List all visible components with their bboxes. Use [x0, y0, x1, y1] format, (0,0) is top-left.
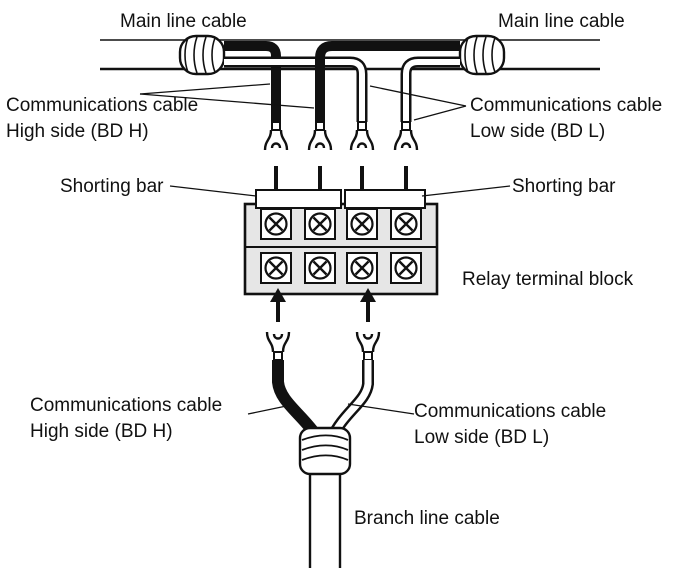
- comm-bottom-left-label-1: Communications cable: [30, 395, 222, 416]
- leader-lines: [139, 83, 511, 415]
- main-cable-sheath-right: [458, 34, 506, 76]
- diagram-labels: Main line cable Main line cable Communic…: [6, 11, 662, 529]
- shorting-bar-label-left: Shorting bar: [60, 176, 164, 197]
- relay-block-label: Relay terminal block: [462, 269, 634, 290]
- comm-bottom-right-label-1: Communications cable: [414, 401, 606, 422]
- branch-cable-sheath: [298, 426, 352, 476]
- top-comm-wires: [224, 41, 460, 122]
- main-cable-sheath-left: [178, 34, 226, 76]
- main-line-label-left: Main line cable: [120, 11, 247, 32]
- main-line-cable: [100, 34, 600, 76]
- bottom-comm-wires: [272, 360, 374, 442]
- comm-top-left-label-1: Communications cable: [6, 95, 198, 116]
- main-line-label-right: Main line cable: [498, 11, 625, 32]
- top-crimp-lugs: [263, 120, 419, 152]
- branch-line-label: Branch line cable: [354, 508, 500, 529]
- bottom-insert-arrows: [270, 288, 376, 322]
- shorting-bar-left: [255, 189, 342, 209]
- comm-bottom-right-label-2: Low side (BD L): [414, 427, 549, 448]
- relay-terminal-block: [243, 189, 439, 296]
- shorting-bar-right: [344, 189, 426, 209]
- comm-top-left-label-2: High side (BD H): [6, 121, 149, 142]
- comm-top-right-label-2: Low side (BD L): [470, 121, 605, 142]
- branch-line-cable: [298, 426, 352, 568]
- shorting-bar-label-right: Shorting bar: [512, 176, 616, 197]
- comm-top-right-label-1: Communications cable: [470, 95, 662, 116]
- comm-bottom-left-label-2: High side (BD H): [30, 421, 173, 442]
- bottom-crimp-lugs: [265, 330, 381, 362]
